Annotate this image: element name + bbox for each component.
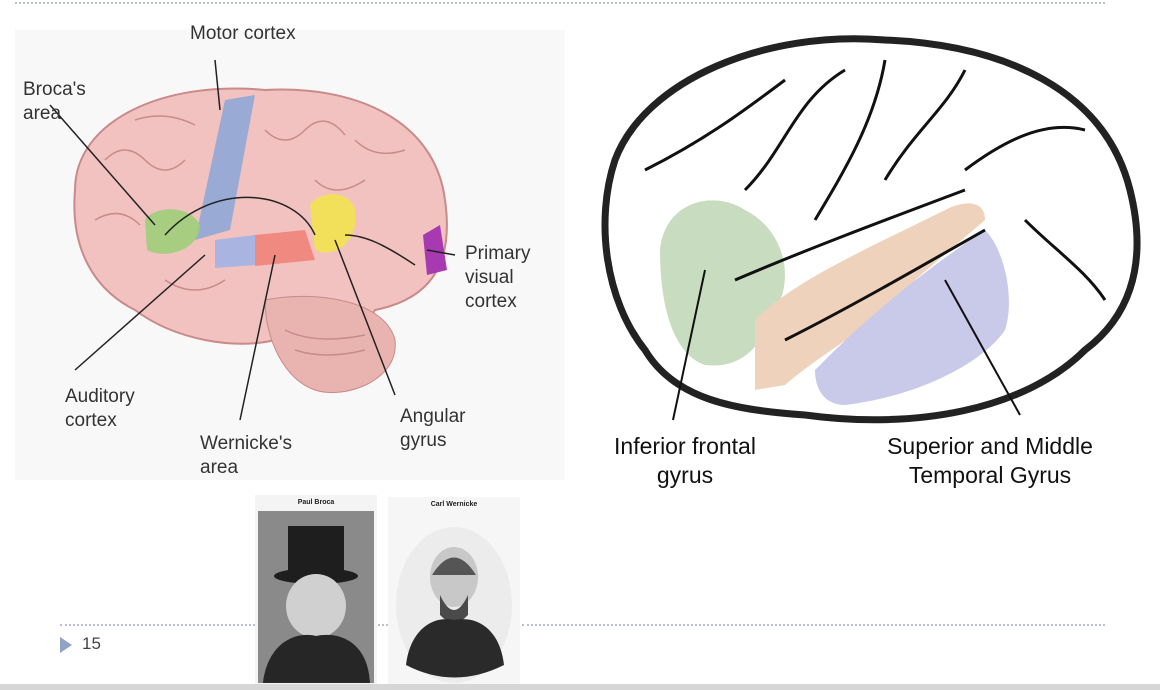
wernickes-area-region [255, 230, 315, 266]
brain-illustration [49, 59, 456, 421]
bottom-divider-left [60, 624, 255, 626]
label-inferior-frontal-gyrus: Inferior frontal gyrus [614, 433, 756, 488]
portrait-carl-wernicke: Carl Wernicke [388, 497, 520, 685]
bottom-border [0, 684, 1160, 690]
inferior-frontal-gyrus-region [660, 200, 785, 366]
slide-marker-triangle-icon [60, 637, 72, 653]
primary-visual-cortex-region [423, 225, 447, 275]
brain-gyri-drawing [601, 35, 1141, 424]
label-wernickes-area: Wernicke's area [200, 433, 292, 478]
portrait-paul-broca: Paul Broca [255, 495, 377, 685]
label-motor-cortex: Motor cortex [190, 23, 296, 44]
bottom-divider-mid [378, 624, 388, 626]
portrait-caption: Paul Broca [297, 499, 335, 506]
brocas-area-region [145, 209, 200, 254]
label-primary-visual-cortex: Primary visual cortex [465, 243, 531, 312]
label-superior-middle-temporal-gyrus: Superior and Middle Temporal Gyrus [887, 433, 1093, 488]
language-areas-figure: Motor cortex Broca's area Primary visual… [15, 23, 565, 480]
superior-temporal-gyrus-region [755, 203, 985, 390]
label-brocas-area: Broca's area [23, 79, 86, 124]
angular-gyrus-region [310, 194, 356, 253]
gyri-figure: Inferior frontal gyrus Superior and Midd… [585, 20, 1155, 500]
top-divider [15, 2, 1105, 4]
auditory-cortex-region [215, 235, 255, 268]
middle-temporal-gyrus-region [815, 230, 1009, 405]
label-angular-gyrus: Angular gyrus [400, 406, 466, 451]
label-auditory-cortex: Auditory cortex [65, 386, 135, 431]
bottom-divider-right [522, 624, 1105, 626]
portrait-caption: Carl Wernicke [430, 501, 478, 508]
page-number: 15 [82, 634, 101, 653]
